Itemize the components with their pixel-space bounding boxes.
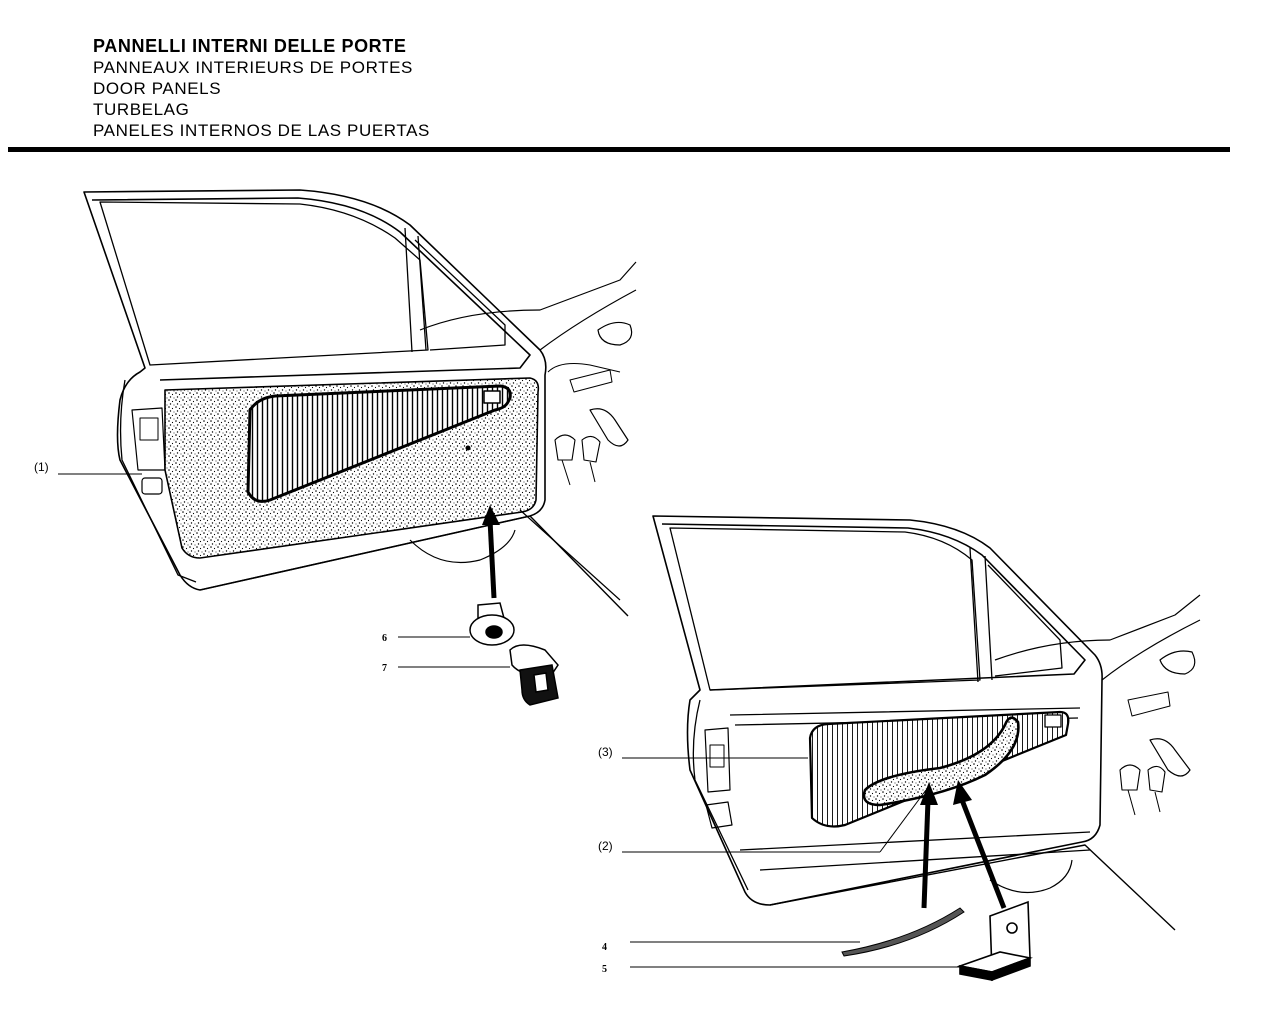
- leaders-left: [58, 473, 510, 668]
- callout-4: 4: [602, 942, 607, 953]
- callout-1: (1): [34, 460, 49, 474]
- trim-strip-part: [841, 907, 965, 957]
- arrows-right: [920, 780, 1007, 909]
- leaders-right: [622, 757, 962, 968]
- push-rivet-part: [469, 602, 515, 646]
- title-german: TURBELAG: [93, 100, 190, 119]
- header-rule: [8, 147, 1230, 152]
- right-door: [652, 515, 1201, 931]
- armrest-bracket-part: [956, 900, 1033, 982]
- title-french: PANNEAUX INTERIEURS DE PORTES: [93, 58, 413, 77]
- panel-clip-part: [509, 644, 559, 706]
- title-italian: PANNELLI INTERNI DELLE PORTE: [93, 36, 407, 56]
- title-block: PANNELLI INTERNI DELLE PORTE PANNEAUX IN…: [93, 36, 430, 141]
- left-door: [83, 189, 637, 617]
- callout-6: 6: [382, 633, 387, 644]
- arrow-left: [482, 505, 500, 599]
- callout-5: 5: [602, 964, 607, 975]
- callout-7: 7: [382, 663, 387, 674]
- title-english: DOOR PANELS: [93, 79, 222, 98]
- callout-2: (2): [598, 839, 613, 853]
- title-spanish: PANELES INTERNOS DE LAS PUERTAS: [93, 121, 430, 140]
- callout-3: (3): [598, 745, 613, 759]
